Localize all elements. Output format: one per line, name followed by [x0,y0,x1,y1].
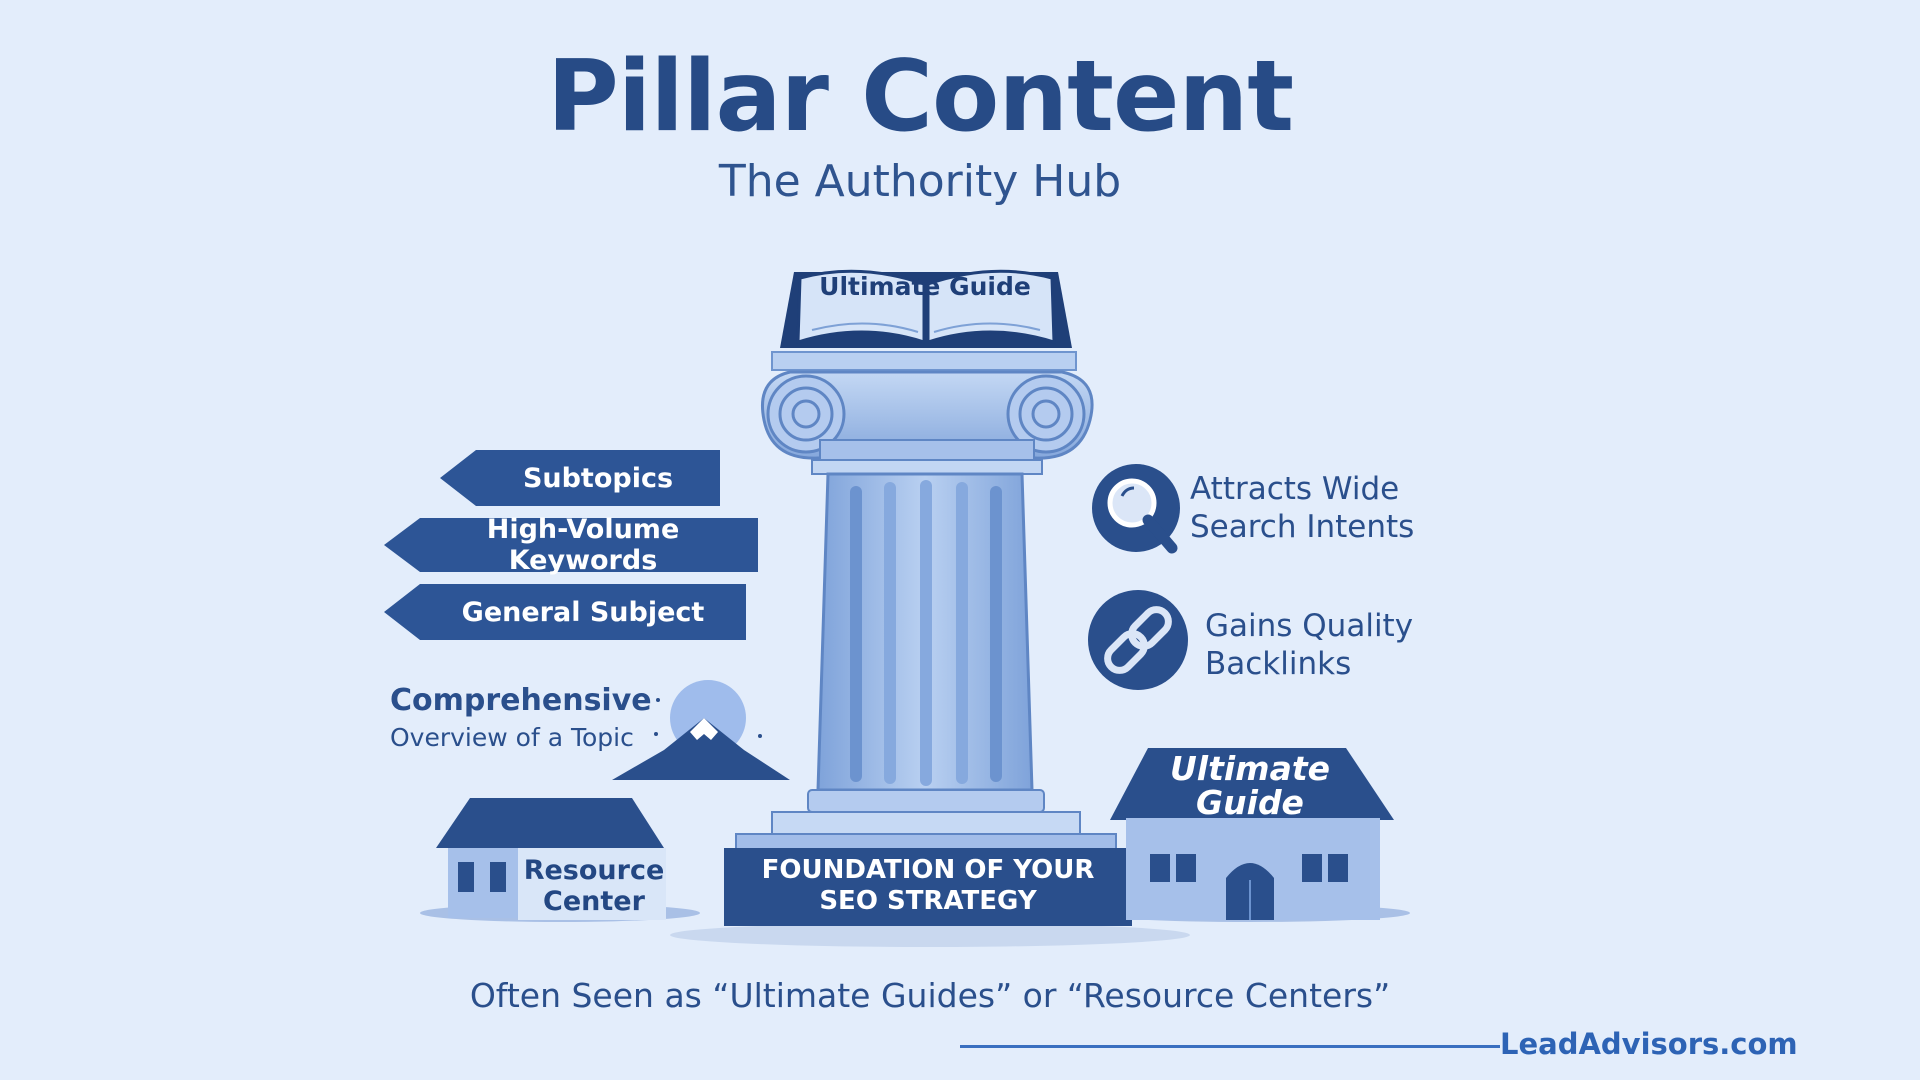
mountain-icon [612,680,790,780]
pillar-shaft [816,472,1034,792]
book-icon [780,269,1072,348]
resource-center-label: Resource Center [518,855,670,917]
house-line: Ultimate [1169,749,1330,788]
pillar-base [724,789,1132,926]
pillar-abacus [771,351,1077,371]
feature-search-intents: Attracts Wide Search Intents [1190,470,1414,546]
magnifier-icon [1092,464,1180,554]
foundation-line: SEO STRATEGY [819,886,1037,916]
feature-backlinks: Gains Quality Backlinks [1205,607,1413,683]
feature-line: Search Intents [1190,509,1415,545]
feature-line: Attracts Wide [1190,471,1400,507]
resource-center-line: Resource [523,855,665,886]
house-line: Guide [1196,783,1304,822]
arrow-banner [440,450,720,506]
book-label: Ultimate Guide [819,272,1031,301]
pillar-capital [761,370,1094,475]
page-subtitle: The Authority Hub [718,156,1122,207]
feature-line: Gains Quality [1205,608,1414,644]
foundation-label: FOUNDATION OF YOUR SEO STRATEGY [724,855,1132,917]
ultimate-guide-house [1110,748,1394,920]
comprehensive-title: Comprehensive [390,683,652,718]
ultimate-guide-house-label: Ultimate Guide [1120,752,1380,820]
resource-center-line: Center [543,886,645,917]
resource-center-building [436,798,666,920]
ground-shadow [670,923,1190,947]
arrow-label-subtopics: Subtopics [522,462,674,494]
foundation-line: FOUNDATION OF YOUR [761,855,1095,885]
arrow-banner [384,518,758,572]
link-icon [1088,590,1188,690]
page-title: Pillar Content [546,40,1294,154]
comprehensive-subtitle: Overview of a Topic [390,723,634,752]
arrow-label-general-subject: General Subject [461,596,705,628]
brand-divider [960,1045,1500,1048]
feature-line: Backlinks [1205,646,1352,682]
arrow-banner [384,584,746,640]
footer-caption: Often Seen as “Ultimate Guides” or “Reso… [469,976,1391,1015]
brand-link[interactable]: LeadAdvisors.com [1500,1027,1798,1061]
arrow-label-keywords: High-Volume Keywords [486,514,680,576]
